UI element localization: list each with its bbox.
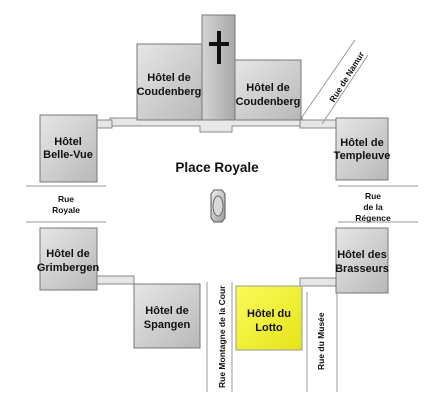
label-line: Brasseurs [335, 263, 389, 275]
label-line: Royale [52, 205, 80, 215]
label-line: de la [363, 202, 383, 212]
building-brasseurs: Hôtel des Brasseurs [335, 227, 389, 294]
building-spangen: Hôtel de Spangen [133, 283, 201, 349]
label-line: Grimbergen [37, 262, 100, 274]
building-coudenberg-left: Hôtel de Coudenberg [136, 43, 203, 121]
label-line: Spangen [144, 319, 191, 331]
cross-icon [209, 31, 229, 64]
building-lotto: Hôtel du Lotto [235, 285, 303, 351]
label-line: Hôtel des [337, 249, 387, 261]
label-line: Coudenberg [236, 96, 301, 108]
label-line: Hôtel [54, 136, 82, 148]
label-line: Coudenberg [137, 86, 202, 98]
label-line: Hôtel de [340, 137, 383, 149]
label-line: Belle-Vue [43, 149, 93, 161]
statue-icon [210, 189, 226, 223]
label-line: Hôtel de [145, 305, 188, 317]
label-line: Hôtel de [246, 82, 289, 94]
label-line: Templeuve [334, 150, 391, 162]
label-line: Rue [58, 194, 74, 204]
building-belle-vue: Hôtel Belle-Vue [39, 114, 98, 183]
building-templeuve: Hôtel de Templeuve [334, 117, 391, 181]
street-rue-du-musee: Rue du Musée [316, 312, 326, 370]
building-grimbergen: Hôtel de Grimbergen [37, 227, 100, 291]
street-rue-montagne-de-la-cour: Rue Montagne de la Cour [217, 285, 227, 388]
label-line: Hôtel du [247, 308, 291, 320]
label-line: Rue [365, 191, 381, 201]
street-rue-royale: Rue Royale [52, 194, 80, 215]
label-line: Hôtel de [147, 72, 190, 84]
label-line: Hôtel de [46, 248, 89, 260]
building-church [201, 14, 236, 121]
building-coudenberg-right: Hôtel de Coudenberg [234, 59, 302, 121]
label-line: Lotto [255, 322, 283, 334]
street-rue-de-la-regence: Rue de la Régence [355, 191, 391, 223]
plaza-title: Place Royale [175, 160, 259, 175]
street-rue-de-namur: Rue de Namur [327, 49, 366, 104]
street-edges [26, 39, 418, 392]
label-line: Régence [355, 213, 391, 223]
